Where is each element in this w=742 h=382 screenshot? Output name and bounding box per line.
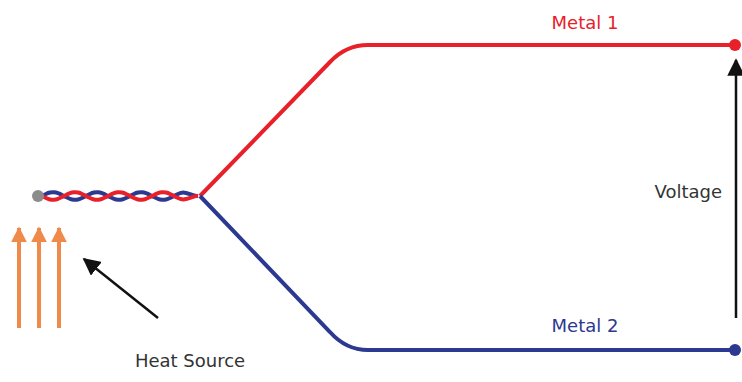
voltage-label: Voltage	[654, 181, 722, 203]
heat-arrow	[57, 228, 61, 328]
metal-label: Metal 1	[552, 12, 619, 34]
voltage-arrow	[735, 60, 738, 318]
leader-arrow	[84, 259, 158, 318]
metal-2-terminal	[729, 344, 741, 356]
metal-label: Metal 2	[552, 315, 619, 337]
heat-source-label: Heat Source	[135, 350, 245, 372]
metal-1-wire	[200, 45, 736, 196]
metal-1-twist	[42, 192, 198, 200]
heat-arrow	[37, 228, 41, 328]
metal-2-twist	[42, 192, 198, 200]
junction-bead	[32, 190, 44, 202]
heat-arrow	[17, 228, 21, 328]
twisted-junction	[42, 192, 198, 200]
metal-2-wire	[200, 196, 736, 350]
metal-1-terminal	[729, 39, 741, 51]
